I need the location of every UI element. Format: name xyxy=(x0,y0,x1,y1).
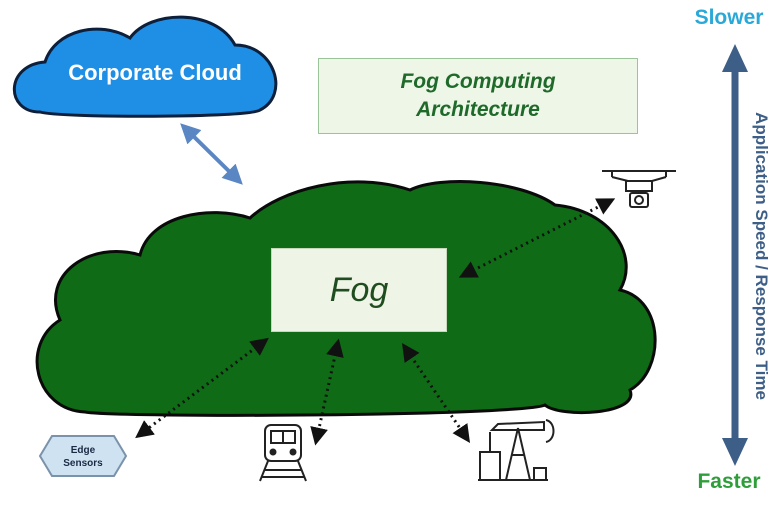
train-icon xyxy=(259,424,307,482)
title-line-1: Fog Computing xyxy=(400,70,556,93)
connector-oil-pump xyxy=(401,343,471,443)
oil-pump-icon xyxy=(478,419,555,481)
cloud-to-fog-link xyxy=(180,123,243,185)
speed-faster-label: Faster xyxy=(697,470,761,493)
diagram-title-box: Fog Computing Architecture xyxy=(318,58,638,134)
corporate-cloud-label: Corporate Cloud xyxy=(68,60,242,85)
speed-slower-label: Slower xyxy=(694,6,764,29)
connector-drone xyxy=(458,198,616,278)
edge-sensors-line-1: Edge xyxy=(70,445,96,456)
edge-sensors-hexagon xyxy=(38,435,128,477)
title-line-2: Architecture xyxy=(416,98,540,121)
speed-arrow-head-up xyxy=(722,44,748,72)
edge-sensors-label: Edge Sensors xyxy=(40,437,126,477)
fog-label: Fog xyxy=(329,270,389,309)
connector-train xyxy=(310,338,344,446)
speed-axis-label: Application Speed / Response Time xyxy=(752,112,771,400)
edge-sensors-line-2: Sensors xyxy=(63,458,103,469)
corporate-cloud-shape xyxy=(12,15,278,118)
drone-icon xyxy=(602,170,676,208)
speed-arrow-head-down xyxy=(722,438,748,466)
fog-node-box: Fog xyxy=(271,248,447,332)
connector-edge-sensors xyxy=(135,337,269,439)
